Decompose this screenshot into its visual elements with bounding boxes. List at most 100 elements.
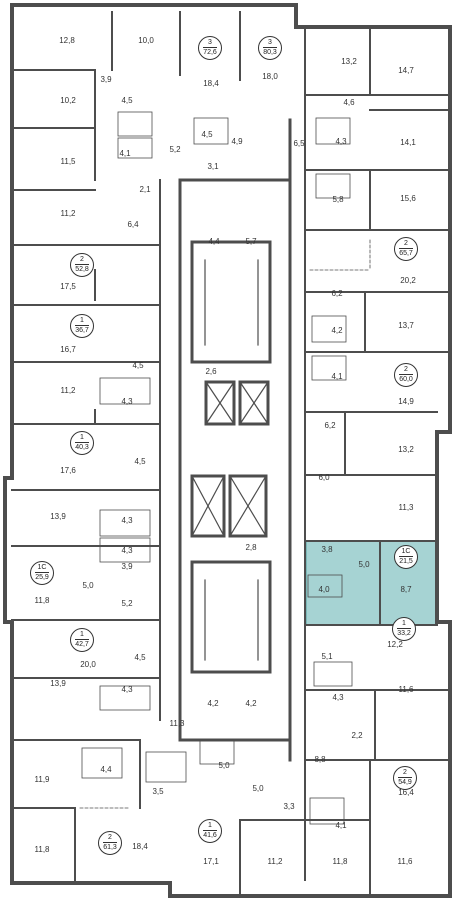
room-area-label: 17,1 [203, 857, 219, 866]
room-area-label: 13,2 [341, 57, 357, 66]
room-area-label: 2,8 [245, 543, 257, 552]
apartment-area: 36,7 [75, 325, 89, 334]
room-area-label: 12,8 [59, 36, 75, 45]
room-area-label: 4,3 [121, 397, 133, 406]
apartment-rooms: 1 [208, 822, 212, 829]
room-area-label: 4,9 [231, 137, 243, 146]
room-area-label: 14,9 [398, 397, 414, 406]
room-area-label: 5,8 [332, 195, 344, 204]
room-area-label: 13,7 [398, 321, 414, 330]
apartment-rooms: 2 [404, 240, 408, 247]
room-area-label: 17,6 [60, 466, 76, 475]
room-area-label: 10,2 [60, 96, 76, 105]
room-area-label: 4,6 [343, 98, 355, 107]
room-area-label: 3,8 [321, 545, 333, 554]
room-area-label: 16,7 [60, 345, 76, 354]
room-area-label: 18,0 [262, 72, 278, 81]
room-area-label: 11,6 [397, 857, 413, 866]
apartment-area: 41,6 [203, 830, 217, 839]
room-area-label: 11,8 [34, 845, 50, 854]
room-area-label: 18,4 [203, 79, 219, 88]
room-area-label: 11,8 [34, 596, 50, 605]
room-area-label: 2,2 [351, 731, 363, 740]
room-area-label: 5,2 [169, 145, 181, 154]
room-area-label: 20,0 [80, 660, 96, 669]
room-area-label: 11,9 [34, 775, 50, 784]
apartment-rooms: 1 [80, 317, 84, 324]
apartment-rooms: 2 [80, 256, 84, 263]
room-area-label: 3,1 [207, 162, 219, 171]
room-area-label: 4,4 [100, 765, 112, 774]
room-area-label: 6,2 [331, 289, 343, 298]
room-area-label: 4,1 [335, 821, 347, 830]
room-area-label: 5,0 [358, 560, 370, 569]
room-area-label: 17,5 [60, 282, 76, 291]
room-area-label: 5,0 [218, 761, 230, 770]
room-area-label: 13,9 [50, 512, 66, 521]
room-area-label: 3,9 [121, 562, 133, 571]
apartment-rooms: 3 [208, 39, 212, 46]
room-area-label: 4,2 [331, 326, 343, 335]
room-area-label: 11,2 [60, 386, 76, 395]
room-area-label: 8,7 [400, 585, 412, 594]
room-area-label: 5,2 [121, 599, 133, 608]
apartment-area: 65,7 [399, 248, 413, 257]
room-area-label: 4,2 [207, 699, 219, 708]
room-area-label: 11,3 [169, 719, 185, 728]
apartment-rooms: 2 [108, 834, 112, 841]
room-area-label: 5,7 [245, 237, 257, 246]
apartment-area: 61,3 [103, 842, 117, 851]
room-area-label: 13,9 [50, 679, 66, 688]
room-area-label: 4,2 [245, 699, 257, 708]
room-area-label: 16,4 [398, 788, 414, 797]
room-area-label: 4,3 [335, 137, 347, 146]
room-area-label: 6,5 [293, 139, 305, 148]
room-area-label: 3,9 [100, 75, 112, 84]
room-area-label: 6,2 [324, 421, 336, 430]
room-area-label: 2,1 [139, 185, 151, 194]
apartment-area: 21,5 [399, 556, 413, 565]
apartment-rooms: 1 [80, 631, 84, 638]
room-area-label: 6,0 [318, 473, 330, 482]
room-area-label: 11,8 [332, 857, 348, 866]
apartment-area: 60,0 [399, 374, 413, 383]
room-area-label: 11,6 [398, 685, 414, 694]
room-area-label: 4,3 [121, 546, 133, 555]
apartment-area: 40,3 [75, 442, 89, 451]
room-area-label: 4,4 [208, 237, 220, 246]
room-area-label: 4,1 [331, 372, 343, 381]
room-area-label: 12,2 [387, 640, 403, 649]
room-area-label: 4,5 [132, 361, 144, 370]
room-area-label: 18,4 [132, 842, 148, 851]
room-area-label: 11,2 [60, 209, 76, 218]
room-area-label: 8,8 [314, 755, 326, 764]
room-area-label: 4,3 [332, 693, 344, 702]
room-area-label: 6,4 [127, 220, 139, 229]
room-area-label: 4,3 [121, 516, 133, 525]
room-area-label: 4,3 [121, 685, 133, 694]
apartment-rooms: 2 [403, 769, 407, 776]
apartment-rooms: 1 [80, 434, 84, 441]
apartment-rooms: 2 [404, 366, 408, 373]
room-area-label: 11,3 [398, 503, 414, 512]
room-area-label: 2,6 [205, 367, 217, 376]
room-area-label: 3,3 [283, 802, 295, 811]
apartment-area: 54,9 [398, 777, 412, 786]
room-area-label: 11,5 [60, 157, 76, 166]
room-area-label: 11,2 [267, 857, 283, 866]
